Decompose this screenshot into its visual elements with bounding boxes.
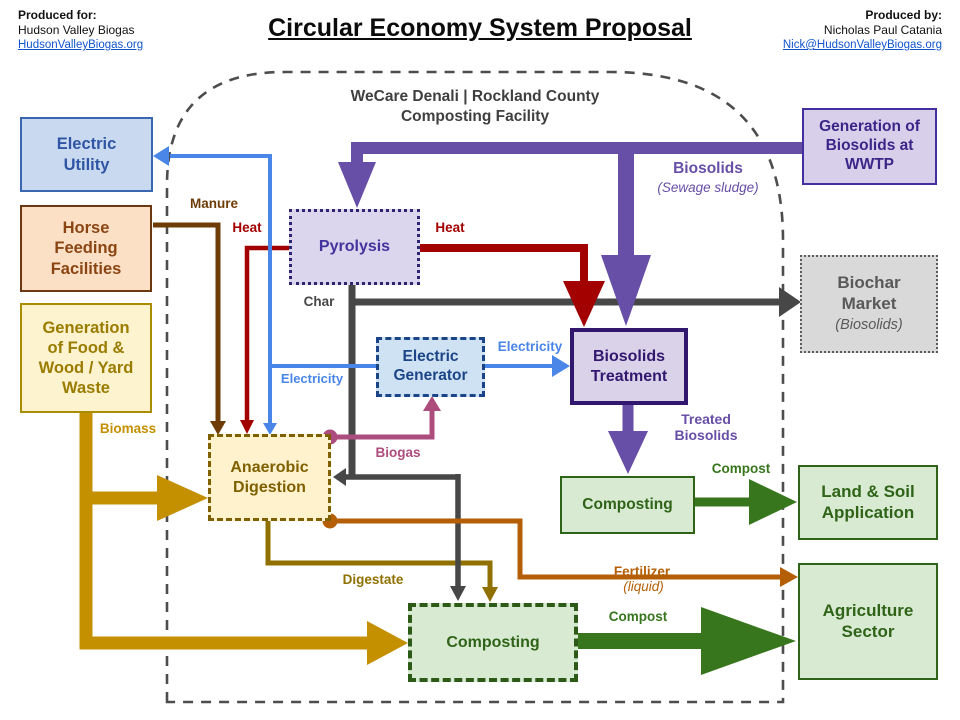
node-label: Biochar Market (Biosolids) bbox=[835, 273, 902, 334]
node-electric-generator: Electric Generator bbox=[376, 337, 485, 397]
produced-for-link[interactable]: HudsonValleyBiogas.org bbox=[18, 39, 144, 51]
node-label: Biosolids Treatment bbox=[590, 347, 668, 385]
node-biosolids-wwtp: Generation of Biosolids at WWTP bbox=[802, 108, 937, 185]
flow-label-heat-right: Heat bbox=[435, 220, 465, 235]
flow-label-electricity-left: Electricity bbox=[280, 371, 344, 386]
flow-label-treated-biosolids: Treated Biosolids bbox=[674, 411, 738, 444]
edge-biosolids bbox=[338, 142, 802, 474]
page-title: Circular Economy System Proposal bbox=[268, 14, 692, 42]
node-horse-feeding-facilities: Horse Feeding Facilities bbox=[20, 205, 152, 292]
edge-biomass bbox=[79, 412, 408, 665]
node-agriculture-sector: Agriculture Sector bbox=[798, 563, 938, 680]
edge-fertilizer bbox=[322, 513, 798, 587]
flow-label-char: Char bbox=[303, 294, 335, 309]
flow-label-electricity-right: Electricity bbox=[497, 339, 563, 354]
produced-for-name: Hudson Valley Biogas bbox=[18, 23, 135, 37]
facility-caption: WeCare Denali | Rockland County Composti… bbox=[350, 88, 600, 126]
node-composting-bottom: Composting bbox=[408, 603, 578, 682]
node-label: Composting bbox=[446, 633, 540, 651]
node-label: Agriculture Sector bbox=[822, 600, 914, 641]
fertilizer-text: Fertilizer bbox=[613, 563, 671, 579]
node-label: Generation of Food & Wood / Yard Waste bbox=[38, 318, 134, 398]
produced-for-heading: Produced for: bbox=[18, 8, 97, 22]
flow-label-heat-left: Heat bbox=[232, 220, 262, 235]
fertilizer-qualifier-text: (liquid) bbox=[623, 579, 664, 595]
node-sublabel: (Biosolids) bbox=[835, 316, 903, 333]
node-anaerobic-digestion: Anaerobic Digestion bbox=[208, 434, 331, 521]
facility-boundary bbox=[165, 70, 785, 704]
edge-manure bbox=[153, 222, 226, 435]
produced-by-heading: Produced by: bbox=[865, 8, 942, 22]
node-label: Electric Generator bbox=[393, 348, 468, 384]
node-land-soil-application: Land & Soil Application bbox=[798, 465, 938, 540]
flow-label-compost-top: Compost bbox=[711, 461, 771, 476]
produced-for-block: Produced for: Hudson Valley Biogas Hudso… bbox=[18, 8, 143, 52]
node-label: Pyrolysis bbox=[318, 238, 391, 256]
node-electric-utility: Electric Utility bbox=[20, 117, 153, 192]
node-label: Horse Feeding Facilities bbox=[50, 219, 122, 278]
node-biosolids-treatment: Biosolids Treatment bbox=[570, 328, 688, 405]
edge-compost bbox=[577, 479, 797, 675]
node-label: Composting bbox=[582, 495, 673, 513]
flow-label-biomass: Biomass bbox=[99, 421, 157, 436]
edge-heat-left bbox=[240, 245, 290, 434]
edge-electricity bbox=[153, 146, 570, 435]
flow-label-manure: Manure bbox=[189, 196, 238, 211]
produced-by-link[interactable]: Nick@HudsonValleyBiogas.org bbox=[782, 39, 942, 51]
edge-heat-right bbox=[419, 244, 605, 327]
flow-label-biogas: Biogas bbox=[375, 445, 421, 460]
edge-digestate bbox=[265, 519, 498, 602]
node-composting-top: Composting bbox=[560, 476, 695, 534]
node-label: Generation of Biosolids at WWTP bbox=[819, 118, 920, 173]
flow-label-digestate: Digestate bbox=[342, 572, 404, 587]
node-label: Electric Utility bbox=[56, 135, 117, 174]
flow-label-biosolids: Biosolids bbox=[673, 160, 743, 177]
node-label-main: Biochar Market bbox=[837, 273, 901, 314]
flow-label-sewage-sludge: (Sewage sludge) bbox=[657, 180, 759, 195]
flow-label-compost-bottom: Compost bbox=[608, 609, 668, 624]
produced-by-name: Nicholas Paul Catania bbox=[823, 23, 942, 37]
produced-by-block: Produced by: Nicholas Paul Catania Nick@… bbox=[783, 8, 942, 52]
node-label: Land & Soil Application bbox=[821, 481, 915, 522]
node-label: Anaerobic Digestion bbox=[230, 458, 309, 496]
edge-char bbox=[333, 283, 801, 601]
node-pyrolysis: Pyrolysis bbox=[289, 209, 420, 285]
node-biochar-market: Biochar Market (Biosolids) bbox=[800, 255, 938, 353]
flow-label-fertilizer: Fertilizer (liquid) bbox=[572, 548, 712, 595]
edge-biogas bbox=[322, 396, 441, 445]
node-food-wood-yard-waste: Generation of Food & Wood / Yard Waste bbox=[20, 303, 152, 413]
